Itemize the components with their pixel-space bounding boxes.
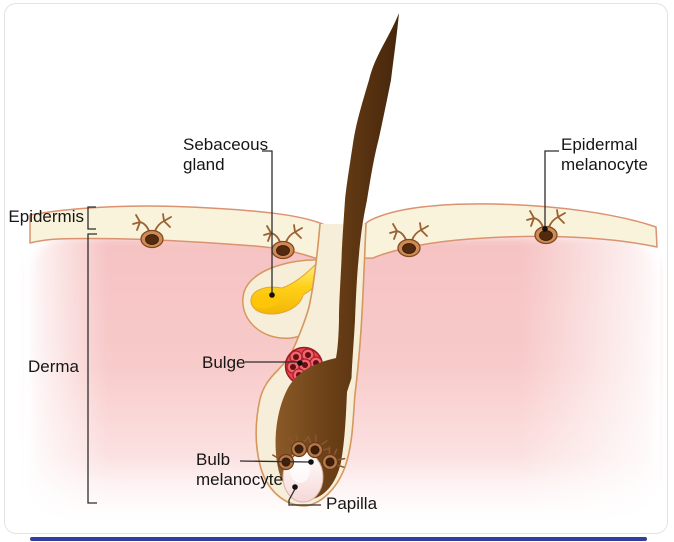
derma-bracket: [87, 233, 97, 504]
label-bulb-line2: melanocyte: [196, 470, 283, 489]
label-bulb-line1: Bulb: [196, 450, 231, 469]
label-epidermal-line2: melanocyte: [561, 155, 648, 174]
epidermis-layer: [29, 203, 658, 260]
leader-dots: [269, 226, 548, 490]
hair-shaft: [275, 13, 399, 500]
label-epidermal-line1: Epidermal: [561, 135, 638, 154]
label-sebaceous-line2: gland: [183, 155, 225, 174]
label-sebaceous-line1: Sebaceous: [183, 135, 269, 154]
epidermal-leader: [544, 150, 559, 227]
label-derma: Derma: [27, 357, 79, 376]
sebaceous-gland-shape: [242, 258, 330, 339]
epidermis-bracket: [87, 206, 96, 230]
label-papilla: Papilla: [326, 494, 378, 513]
leader-lines: [87, 150, 559, 506]
label-bulge: Bulge: [202, 353, 246, 372]
label-sebaceous-gland: Sebaceous gland: [183, 135, 268, 175]
papilla-leader: [288, 488, 321, 506]
bulb-leader: [239, 460, 310, 463]
bottom-accent-bar: [30, 537, 647, 541]
label-epidermal-melanocyte: Epidermal melanocyte: [561, 135, 648, 175]
sebaceous-leader: [262, 150, 273, 293]
label-bulb-melanocyte: Bulb melanocyte: [196, 450, 283, 490]
label-epidermis: Epidermis: [8, 207, 84, 226]
